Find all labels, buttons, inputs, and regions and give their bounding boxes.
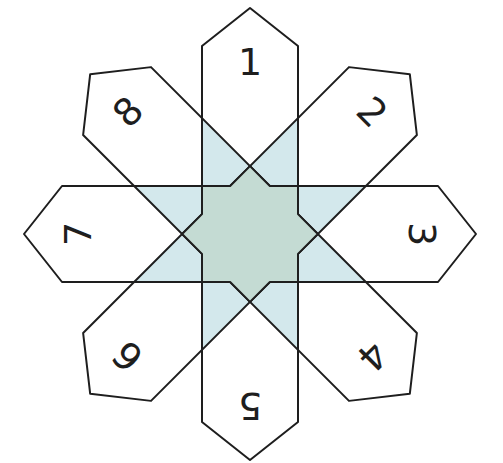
callout-number: 8 bbox=[106, 90, 150, 134]
callout-number: 5 bbox=[238, 387, 262, 425]
callout-number: 2 bbox=[350, 90, 394, 134]
callout-number: 4 bbox=[350, 334, 394, 378]
callout-wrap: 1 bbox=[238, 43, 262, 81]
callout-number: 7 bbox=[59, 222, 97, 246]
callout-wrap: 8 bbox=[106, 90, 150, 134]
callout-wrap: 5 bbox=[238, 387, 262, 425]
band-outlines bbox=[24, 8, 476, 460]
callout-wrap: 2 bbox=[350, 90, 394, 134]
callout-number: 1 bbox=[238, 43, 262, 81]
callout-wrap: 3 bbox=[403, 222, 441, 246]
center-star bbox=[182, 166, 318, 302]
callout-wrap: 7 bbox=[59, 222, 97, 246]
callout-wrap: 4 bbox=[350, 334, 394, 378]
callout-number: 6 bbox=[106, 334, 150, 378]
callout-number: 3 bbox=[403, 222, 441, 246]
callout-wrap: 6 bbox=[106, 334, 150, 378]
overlap-shading bbox=[24, 8, 476, 460]
